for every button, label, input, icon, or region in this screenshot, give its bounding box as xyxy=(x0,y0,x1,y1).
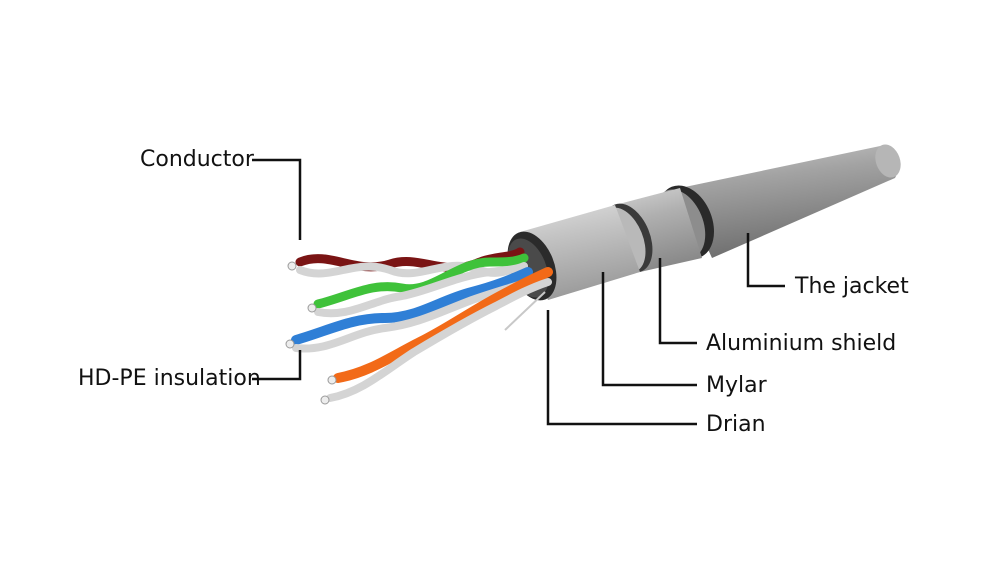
leader-jacket xyxy=(746,233,785,288)
label-drain: Drian xyxy=(706,412,766,437)
leader-drain xyxy=(546,310,697,426)
conductor-tip xyxy=(320,395,330,405)
twisted-pair-green xyxy=(307,253,529,318)
leader-aluminium-shield xyxy=(658,258,697,345)
label-jacket: The jacket xyxy=(794,274,909,299)
leader-conductor xyxy=(252,158,302,240)
conductor-tip xyxy=(307,303,317,313)
leader-lines xyxy=(252,158,785,426)
conductor-tip xyxy=(285,339,295,349)
leader-insulation xyxy=(252,350,302,381)
twisted-pair-blue xyxy=(285,267,533,353)
drain-wire xyxy=(504,291,546,331)
label-mylar: Mylar xyxy=(706,373,768,398)
label-conductor: Conductor xyxy=(140,147,255,172)
label-insulation: HD-PE insulation xyxy=(78,366,261,391)
conductor-tip xyxy=(287,261,297,271)
twisted-pair-orange xyxy=(320,267,553,405)
conductor-tip xyxy=(327,375,337,385)
leader-mylar xyxy=(601,272,697,387)
label-aluminium-shield: Aluminium shield xyxy=(706,331,896,356)
